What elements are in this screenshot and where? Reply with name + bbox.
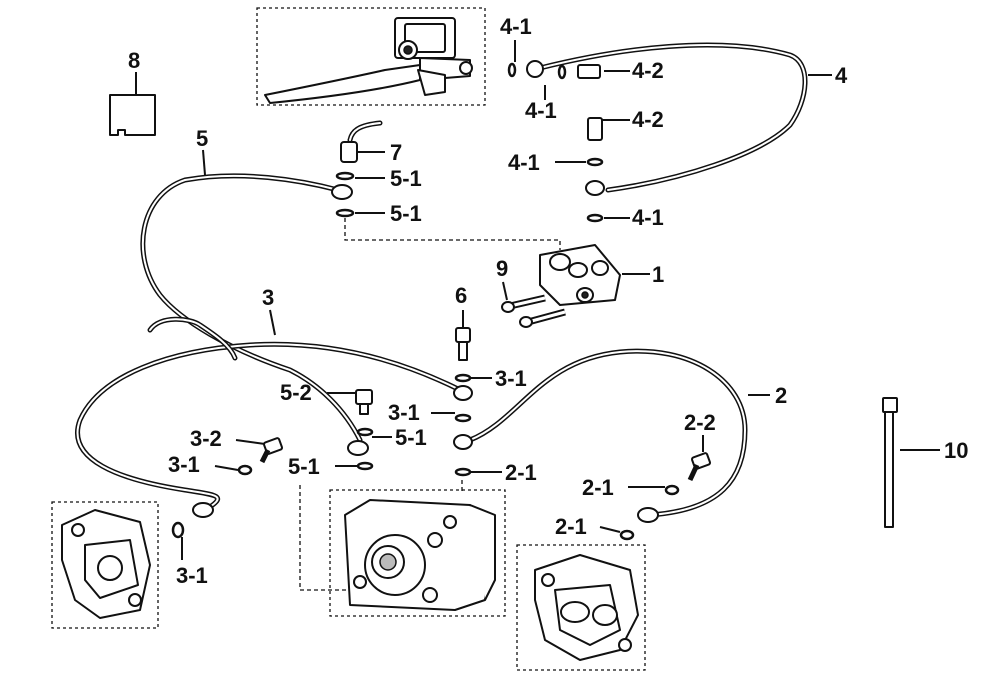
hose-4-fittings bbox=[507, 60, 605, 223]
bolt-6 bbox=[455, 327, 471, 361]
label-8: 8 bbox=[128, 48, 140, 73]
label-3-1-center-top: 3-1 bbox=[495, 366, 527, 391]
label-5-1-upper: 5-1 bbox=[390, 166, 422, 191]
rear-fittings bbox=[237, 437, 284, 476]
label-6: 6 bbox=[455, 283, 467, 308]
dash-link-abs-left bbox=[299, 485, 360, 591]
label-2-1-right-upper: 2-1 bbox=[582, 475, 614, 500]
abs-modulator bbox=[344, 499, 496, 611]
label-3-1-bottom: 3-1 bbox=[176, 563, 208, 588]
front-fittings bbox=[664, 452, 712, 496]
center-fittings bbox=[453, 373, 473, 477]
hose-5-fittings bbox=[331, 171, 355, 218]
label-2-1-right-lower: 2-1 bbox=[555, 514, 587, 539]
label-3-1-left: 3-1 bbox=[168, 452, 200, 477]
label-4: 4 bbox=[835, 63, 848, 88]
master-cylinder-lever bbox=[264, 17, 473, 104]
label-3-1-center: 3-1 bbox=[388, 400, 420, 425]
hose-4 bbox=[537, 42, 808, 193]
master-cylinder-box bbox=[256, 7, 486, 106]
label-5-2: 5-2 bbox=[280, 380, 312, 405]
label-5-1-lower: 5-1 bbox=[390, 201, 422, 226]
dash-link-junction bbox=[344, 218, 561, 250]
hose-5 bbox=[140, 173, 363, 443]
label-4-2-lower: 4-2 bbox=[632, 107, 664, 132]
rear-caliper-box bbox=[51, 501, 159, 629]
label-7: 7 bbox=[390, 140, 402, 165]
label-3: 3 bbox=[262, 285, 274, 310]
label-10: 10 bbox=[944, 438, 968, 463]
label-5-1-center-upper: 5-1 bbox=[395, 425, 427, 450]
label-4-2-upper: 4-2 bbox=[632, 58, 664, 83]
label-5: 5 bbox=[196, 126, 208, 151]
leader-lines bbox=[135, 40, 940, 560]
rear-caliper bbox=[61, 502, 214, 619]
label-9: 9 bbox=[496, 256, 508, 281]
label-1: 1 bbox=[652, 262, 664, 287]
label-3-2: 3-2 bbox=[190, 426, 222, 451]
label-4-1-mid: 4-1 bbox=[508, 150, 540, 175]
hose-3 bbox=[75, 341, 463, 513]
front-caliper bbox=[534, 507, 659, 661]
pressure-switch bbox=[340, 120, 383, 163]
cable-tie-10 bbox=[882, 397, 898, 528]
label-2-1-center: 2-1 bbox=[505, 460, 537, 485]
callout-labels: 4-1 4-1 4-2 4 4-2 4-1 4-1 1 9 8 5 7 5-1 … bbox=[128, 14, 968, 588]
bolt-5-2-fittings bbox=[347, 389, 374, 471]
label-2: 2 bbox=[775, 383, 787, 408]
label-2-2: 2-2 bbox=[684, 410, 716, 435]
label-4-1-upper: 4-1 bbox=[525, 98, 557, 123]
label-5-1-center-lower: 5-1 bbox=[288, 454, 320, 479]
bolts-9 bbox=[501, 294, 566, 328]
junction-block bbox=[539, 244, 621, 306]
hose-2 bbox=[467, 348, 748, 518]
label-4-1-top: 4-1 bbox=[500, 14, 532, 39]
part-8-clip bbox=[109, 94, 156, 136]
label-4-1-lower: 4-1 bbox=[632, 205, 664, 230]
